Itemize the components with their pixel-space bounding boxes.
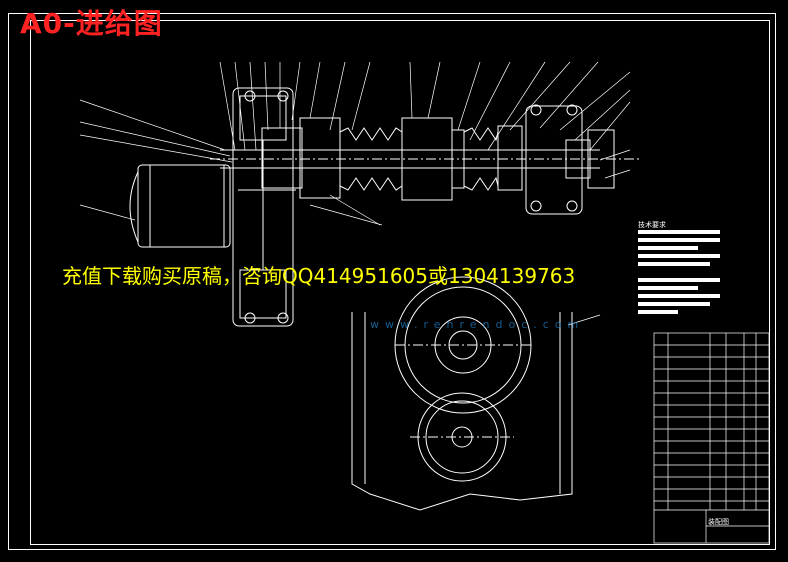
advertisement-text: 充值下载购买原稿，咨询QQ414951605或1304139763	[62, 264, 576, 288]
motor-body	[129, 164, 231, 248]
drawing-border-inner	[30, 20, 770, 545]
gearbox-housing	[232, 87, 296, 327]
tech-notes	[638, 230, 720, 314]
lower-gear	[410, 392, 514, 482]
feed-shaft	[210, 104, 640, 215]
gear-housing	[351, 312, 573, 511]
bellows-left	[339, 127, 403, 191]
parts-list-table	[653, 332, 770, 544]
leader-lines	[79, 61, 631, 326]
bellows-right	[463, 127, 499, 191]
upper-gear	[394, 276, 532, 414]
title-block-label: 装配图	[708, 518, 729, 526]
drawing-border-outer	[8, 13, 776, 550]
watermark-text: www.renrendoc.com	[370, 318, 585, 331]
drawing-title: A0-进给图	[20, 7, 163, 40]
tech-notes-heading: 技术要求	[638, 221, 666, 229]
